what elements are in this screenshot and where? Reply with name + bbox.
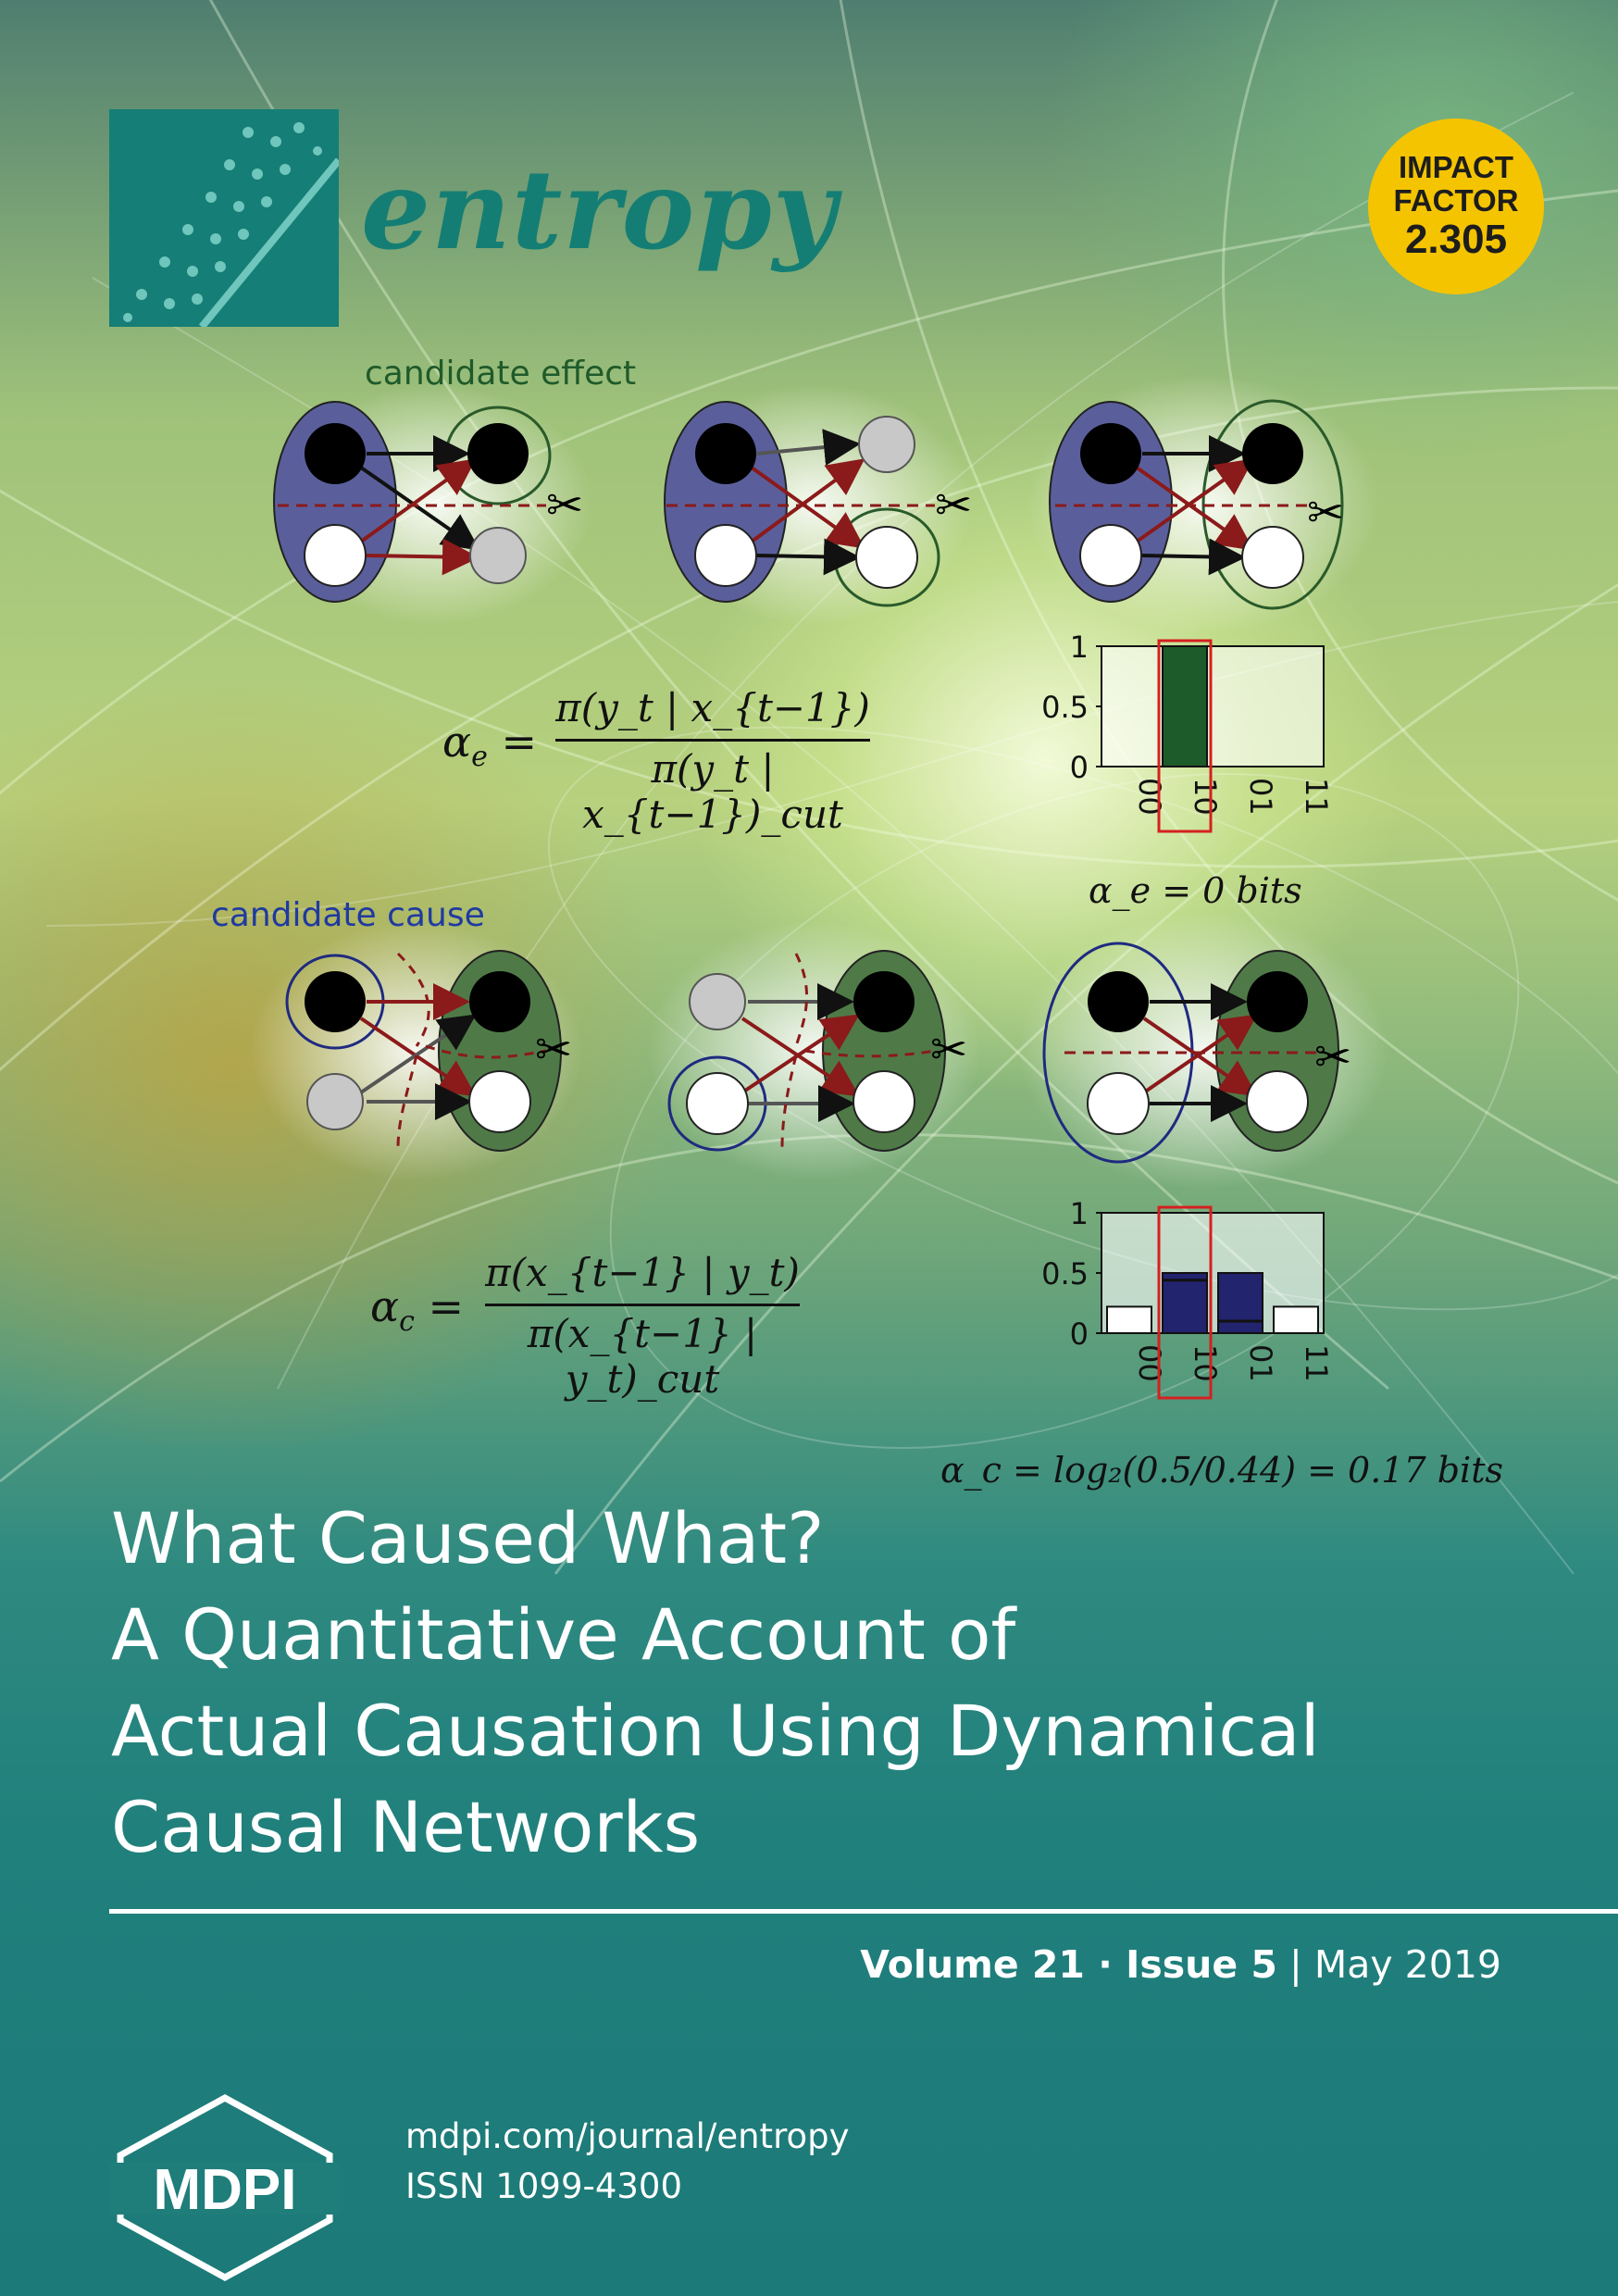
impact-badge-line2: FACTOR (1393, 183, 1519, 218)
divider (109, 1909, 1618, 1914)
cause-formula-denominator: π(x_{t−1} | y_t)_cut (527, 1311, 758, 1402)
mdpi-logo: MDPI (109, 2094, 341, 2281)
issue-info: Volume 21 · Issue 5 | May 2019 (860, 1942, 1501, 1987)
effect-network-2: ✂ (657, 384, 972, 625)
issn: ISSN 1099-4300 (405, 2166, 682, 2206)
x-tick-label: 01 (1243, 778, 1278, 816)
effect-result: α_e = 0 bits (1089, 870, 1302, 911)
y-tick-label: 1 (1070, 1196, 1089, 1231)
volume: Volume 21 (860, 1942, 1085, 1987)
bar (1217, 1272, 1263, 1334)
scissors-icon: ✂ (535, 1024, 572, 1076)
y-tick-label: 0 (1070, 1316, 1089, 1352)
effect-formula: αe = π(y_t | x_{t−1}) π(y_t | x_{t−1})_c… (442, 685, 870, 837)
cause-formula: αc = π(x_{t−1} | y_t) π(x_{t−1} | y_t)_c… (370, 1250, 805, 1402)
issue-number: Issue 5 (1126, 1942, 1277, 1987)
impact-factor-badge: IMPACT FACTOR 2.305 (1368, 119, 1544, 294)
plot-frame (1101, 645, 1325, 767)
cause-formula-numerator: π(x_{t−1} | y_t) (485, 1250, 800, 1295)
scissors-icon: ✂ (1307, 487, 1344, 539)
scissors-icon: ✂ (935, 480, 972, 531)
title-line: What Caused What? (111, 1497, 825, 1579)
x-tick-label: 10 (1188, 1344, 1223, 1382)
entropy-logo-mark (109, 109, 339, 327)
fraction-bar (555, 739, 870, 742)
y-tick-label: 0.5 (1041, 1256, 1089, 1292)
x-tick-label: 11 (1299, 1344, 1334, 1382)
cause-network-3: ✂ (1018, 912, 1388, 1190)
journal-name: entropy (361, 145, 838, 274)
separator: · (1084, 1942, 1126, 1987)
impact-badge-line1: IMPACT (1398, 150, 1514, 184)
x-tick-label: 00 (1132, 778, 1167, 816)
highlight-box (1157, 1205, 1213, 1400)
cause-result: α_c = log₂(0.5/0.44) = 0.17 bits (940, 1450, 1503, 1491)
x-tick-label: 10 (1188, 778, 1223, 816)
bar (1106, 1305, 1152, 1335)
y-tick-label: 0.5 (1041, 690, 1089, 725)
separator-bar: | (1276, 1942, 1314, 1987)
scissors-icon: ✂ (930, 1024, 967, 1076)
title-line: Causal Networks (111, 1786, 701, 1868)
title-line: A Quantitative Account of (111, 1593, 1016, 1676)
cause-network-1: ✂ (250, 921, 583, 1180)
bar (1273, 1305, 1319, 1335)
title-line: Actual Causation Using Dynamical (111, 1690, 1320, 1772)
effect-formula-numerator: π(y_t | x_{t−1}) (555, 685, 870, 730)
cause-network-2: ✂ (648, 921, 981, 1180)
mdpi-logo-text: MDPI (154, 2158, 297, 2222)
effect-network-3: ✂ (1027, 375, 1379, 634)
fraction-bar (485, 1304, 800, 1306)
y-tick-label: 1 (1070, 630, 1089, 665)
scissors-icon: ✂ (546, 480, 583, 531)
effect-network-1: ✂ (273, 384, 592, 625)
highlight-box (1157, 639, 1213, 833)
cause-formula-lhs: αc = (370, 1281, 465, 1339)
causal-network-diagrams: ✂ ✂ (250, 375, 1388, 1190)
x-tick-label: 11 (1299, 778, 1334, 816)
x-tick-label: 00 (1132, 1344, 1167, 1382)
bar (1162, 645, 1208, 767)
effect-formula-denominator: π(y_t | x_{t−1})_cut (582, 746, 843, 837)
y-tick-label: 0 (1070, 750, 1089, 785)
x-tick-label: 01 (1243, 1344, 1278, 1382)
scissors-icon: ✂ (1314, 1031, 1351, 1083)
journal-url[interactable]: mdpi.com/journal/entropy (405, 2116, 850, 2156)
issue-date: May 2019 (1313, 1942, 1501, 1987)
bar (1162, 1272, 1208, 1334)
article-title: What Caused What? A Quantitative Account… (111, 1491, 1500, 1876)
impact-factor-value: 2.305 (1404, 217, 1508, 262)
effect-formula-lhs: αe = (442, 717, 538, 774)
